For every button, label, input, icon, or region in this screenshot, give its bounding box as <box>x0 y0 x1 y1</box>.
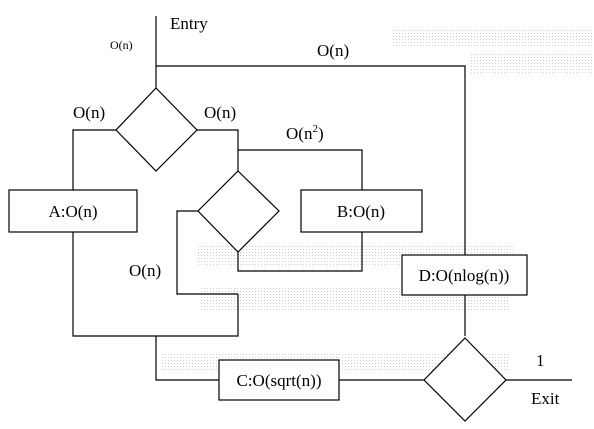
inner-top-cost: O(n2) <box>286 123 324 143</box>
top-branch-edge <box>156 65 466 255</box>
exit-decision-diamond <box>423 337 507 422</box>
inner-top-cost-base: O(n <box>286 124 313 143</box>
entry-label: Entry <box>170 14 208 33</box>
b-loop-edge <box>237 232 363 272</box>
right-branch-cost: O(n) <box>204 103 236 122</box>
node-c: C:O(sqrt(n)) <box>218 359 340 401</box>
dotted-background <box>160 28 594 370</box>
node-c-label: C:O(sqrt(n)) <box>237 371 322 390</box>
top-branch-cost: O(n) <box>317 41 349 60</box>
left-branch-cost: O(n) <box>73 103 105 122</box>
inner-top-cost-exponent: 2 <box>312 123 318 135</box>
inner-top-cost-close: ) <box>318 124 324 143</box>
to-b-edge <box>238 149 363 190</box>
node-a: A:O(n) <box>8 189 138 233</box>
merge-to-c-edge <box>155 336 219 381</box>
edges <box>72 16 572 381</box>
node-d: D:O(nlog(n)) <box>401 254 528 296</box>
entry-edge-cost: O(n) <box>110 38 133 52</box>
node-a-label: A:O(n) <box>48 202 97 221</box>
right-branch-edge <box>197 129 239 171</box>
exit-label: Exit <box>531 389 560 408</box>
decision-diamond-1 <box>115 87 198 172</box>
decision-diamond-2 <box>197 170 280 253</box>
node-b: B:O(n) <box>300 189 423 233</box>
node-d-label: D:O(nlog(n)) <box>419 266 510 285</box>
node-b-label: B:O(n) <box>337 202 385 221</box>
inner-left-edge <box>176 210 238 295</box>
inner-left-cost: O(n) <box>129 261 161 280</box>
exit-cost: 1 <box>536 351 545 370</box>
left-branch-edge <box>72 129 116 190</box>
